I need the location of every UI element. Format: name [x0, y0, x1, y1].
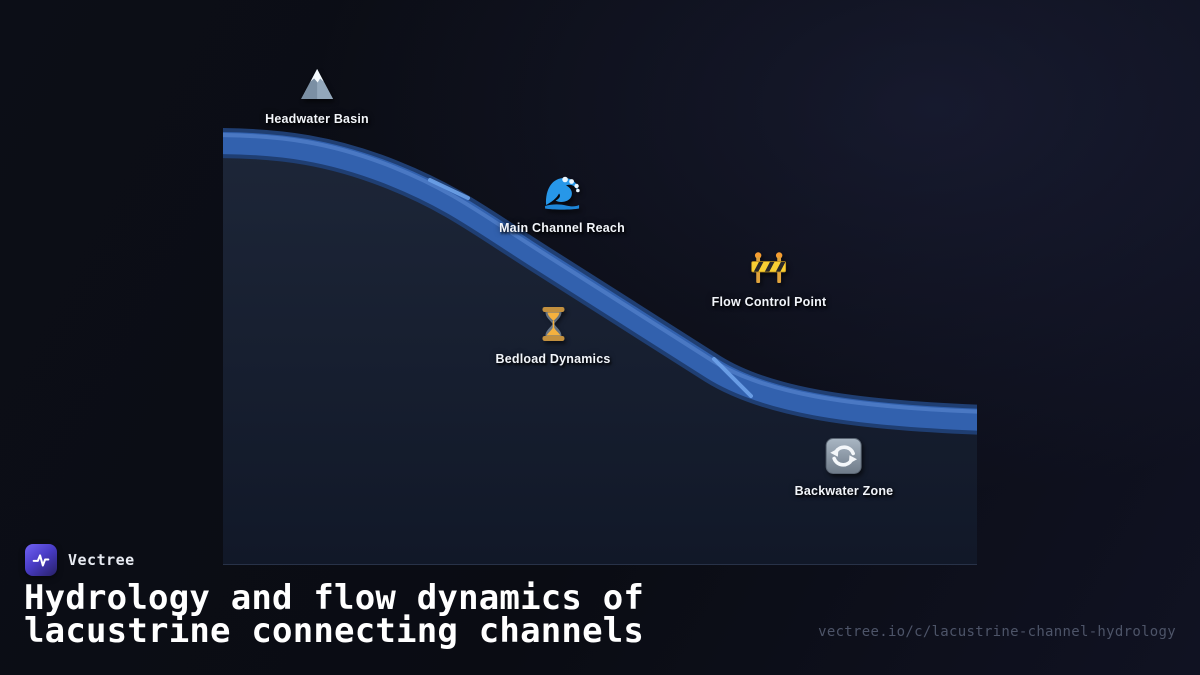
flow-direction-ticks — [428, 178, 753, 398]
marker-headwater-basin: Headwater Basin — [265, 64, 369, 126]
brand: Vectree — [25, 544, 135, 576]
marker-label: Backwater Zone — [794, 484, 894, 498]
cycle-arrows-icon — [824, 436, 864, 476]
construction-barrier-icon — [749, 247, 789, 287]
marker-label: Bedload Dynamics — [495, 352, 611, 366]
flow-tick — [712, 357, 753, 398]
title-line-1: Hydrology and flow dynamics of — [24, 578, 645, 618]
river-highlight — [223, 133, 977, 414]
footer-url: vectree.io/c/lacustrine-channel-hydrolog… — [818, 624, 1176, 640]
marker-flow-control-point: Flow Control Point — [712, 247, 827, 309]
river-body — [223, 132, 977, 431]
marker-label: Main Channel Reach — [499, 221, 625, 235]
brand-logo — [25, 544, 57, 576]
wave-icon — [542, 173, 582, 213]
river-channel — [223, 128, 977, 435]
marker-label: Flow Control Point — [711, 295, 827, 309]
marker-main-channel-reach: Main Channel Reach — [499, 173, 625, 235]
title-line-2: lacustrine connecting channels — [24, 611, 645, 651]
marker-backwater-zone: Backwater Zone — [795, 436, 894, 498]
hourglass-icon — [533, 304, 573, 344]
page-title: Hydrology and flow dynamics of lacustrin… — [24, 578, 645, 651]
pulse-icon — [30, 549, 52, 571]
mountain-icon — [297, 64, 337, 104]
flow-tick — [428, 178, 470, 200]
channel-profile-panel — [223, 128, 977, 565]
marker-label: Headwater Basin — [265, 112, 369, 126]
marker-bedload-dynamics: Bedload Dynamics — [495, 304, 610, 366]
brand-name: Vectree — [68, 551, 135, 569]
